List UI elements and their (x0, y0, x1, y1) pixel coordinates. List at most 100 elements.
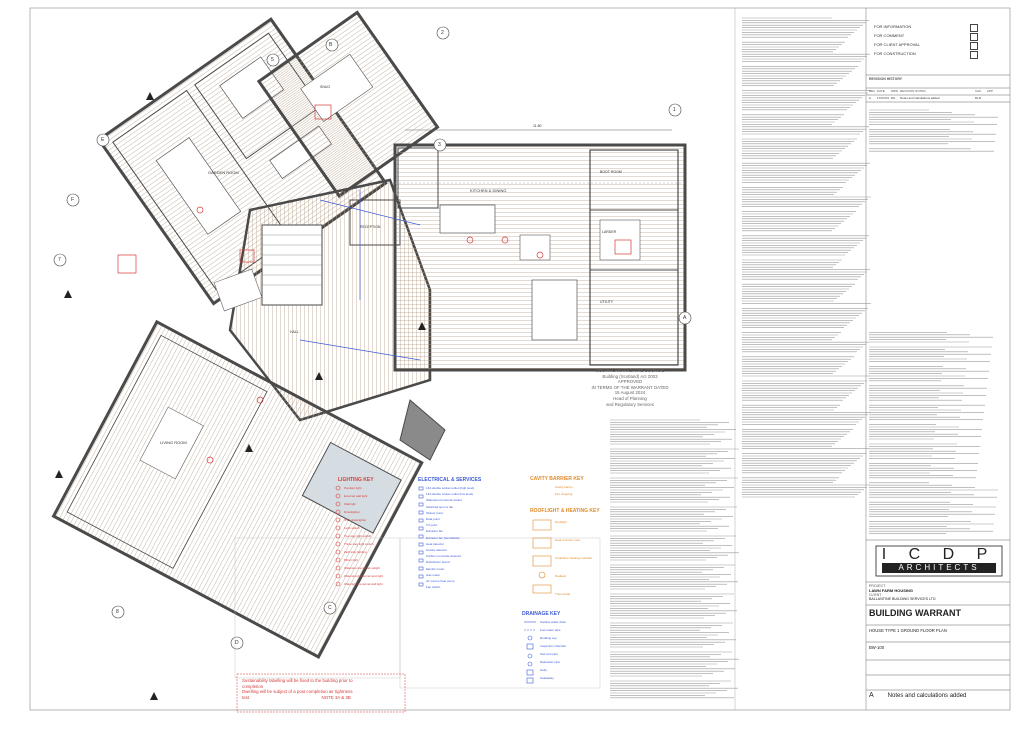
drawing-number: BW-100 (869, 645, 885, 650)
stamp-line: IN TERMS OF THE WARRANT DATED (591, 384, 669, 390)
drainage-key-item: Soakaway (540, 676, 554, 680)
electrical-key-item: Heat detector (426, 541, 445, 546)
lighting-key-item: LED strip lighting (344, 550, 367, 554)
drawing-number-block: BW-100 (869, 645, 884, 650)
lighting-key-item: Downlighter (344, 510, 360, 514)
notes-column (610, 17, 998, 699)
rev-cell (987, 96, 999, 100)
electrical-key-item: Data point (426, 517, 440, 521)
dimension-label: 11.80 (533, 124, 542, 128)
lighting-key-item: Mirror light (344, 558, 359, 562)
issue-option: FOR COMMENT (874, 33, 1004, 41)
rev-cell: 17/07/24 (877, 96, 889, 100)
rooflight-symbols (532, 519, 552, 594)
note-line: completion (242, 683, 264, 689)
client-label: CLIENT (869, 593, 882, 597)
drainage-key-title: DRAINAGE KEY (522, 611, 561, 617)
lighting-key-item: Waterproof external spot light (344, 574, 384, 578)
drawing-title: HOUSE TYPE 1 GROUND FLOOR PLAN (869, 628, 947, 633)
electrical-key-item: Extractor fan (426, 529, 444, 534)
electrical-key-item: Fan switch (426, 585, 441, 590)
rev-header: REV (869, 89, 876, 93)
cavity-key-title: CAVITY BARRIER KEY (530, 476, 584, 482)
stamp-line: Head of Planning (613, 395, 647, 401)
room-label-boot: BOOT ROOM (600, 170, 622, 174)
issue-checkbox (970, 51, 978, 59)
drainage-key-item: Surface water drain (540, 620, 567, 624)
room-label-larder: LARDER (602, 230, 617, 234)
sustainability-note: Sustainability labelling will be fixed t… (242, 678, 353, 700)
room-label-garden: GARDEN ROOM (208, 170, 239, 175)
rev-cell: Notes and calculations added (900, 96, 940, 100)
issue-option: FOR CONSTRUCTION (874, 51, 1004, 59)
lighting-key-item: External wall light (344, 494, 368, 498)
grid-bubbles (53, 26, 692, 650)
electrical-key-item: 13A double socket outlet (high level) (426, 486, 475, 490)
rev-header: APP (987, 89, 994, 93)
grid-label: 1 (673, 107, 676, 113)
lighting-key-item: Two way light switch (344, 534, 372, 538)
sustainability-frame (236, 673, 406, 713)
issue-option-label: FOR INFORMATION (874, 24, 912, 29)
grid-label: 7 (58, 257, 61, 263)
rev-header: REVISION NOTES (900, 89, 926, 93)
grid-label: 8 (116, 609, 119, 615)
electrical-symbols (418, 486, 424, 587)
issue-option-label: FOR CLIENT APPROVAL (874, 42, 920, 47)
stamp-line: 15 August 2024 (614, 390, 646, 396)
grid-label: A (683, 315, 687, 321)
issue-option-label: FOR CONSTRUCTION (874, 51, 916, 56)
grid-label: 5 (271, 57, 274, 63)
rev-header: DATE (877, 89, 885, 93)
stage-block: BUILDING WARRANT (869, 608, 961, 618)
logo-mark (875, 545, 1003, 577)
drainage-key-item: Foul water pipe (540, 628, 561, 632)
issue-option-label: FOR COMMENT (874, 33, 905, 38)
sheet-border (29, 7, 1011, 711)
project-name: LAWN FARM HOUSING (869, 588, 913, 593)
rev-cell: A (869, 96, 872, 100)
drainage-key-item: Gully (540, 668, 547, 672)
electrical-key-item: Extractor fan (humidistat) (426, 535, 460, 540)
lighting-symbols (335, 485, 341, 587)
revision-history-label: REVISION HISTORY (869, 77, 903, 81)
drainage-symbols (524, 621, 536, 684)
room-label-living: LIVING ROOM (160, 440, 187, 445)
client-name: BALLANTINE BUILDING SERVICES LTD (869, 597, 936, 601)
issue-checkbox (970, 33, 978, 41)
rev-header: CHK (975, 89, 982, 93)
lighting-key-item: Pendant light (344, 486, 362, 490)
red-markup (117, 104, 632, 464)
blue-markup (299, 190, 421, 361)
issue-option: FOR INFORMATION (874, 24, 1004, 32)
grid-label: B (329, 42, 333, 48)
drawing-title-block: HOUSE TYPE 1 GROUND FLOOR PLAN (869, 628, 947, 633)
title-block-frame (866, 74, 1010, 691)
grid-label: 2 (441, 30, 444, 36)
revision-letter: A (869, 692, 874, 699)
cavity-key-item: Cavity barrier (555, 485, 573, 489)
room-label-kitchen: KITCHEN & DINING (470, 188, 507, 193)
cavity-key-item: Fire stopping (555, 492, 573, 496)
entrance-step (399, 399, 446, 461)
firm-logo: I C D P ARCHITECTS (876, 546, 1002, 573)
rev-header: DRW (891, 89, 899, 93)
drainage-key-item: Rodding eye (540, 636, 557, 640)
stage-title: BUILDING WARRANT (869, 608, 961, 618)
firm-name-line2: ARCHITECTS (882, 563, 996, 573)
note-line: test. (242, 694, 251, 700)
room-label-snug: SNUG (320, 85, 331, 89)
electrical-key-item: 13A double socket outlet (low level) (426, 492, 474, 497)
lighting-key-item: Waterproof external wall light (344, 582, 383, 586)
lower-left-wing (51, 319, 424, 659)
project-block: PROJECT LAWN FARM HOUSING CLIENT BALLANT… (869, 584, 936, 601)
current-revision: A Notes and calculations added (869, 692, 966, 699)
room-label-hall: HALL (290, 330, 299, 334)
room-label-utility: UTILITY (600, 300, 614, 304)
approval-stamp: SOUTH LANARKSHIRE COUNCIL Building (Scot… (570, 368, 690, 407)
rooflight-key-title: ROOFLIGHT & HEATING KEY (530, 508, 600, 514)
lighting-key-item: IP65 downlighter (344, 518, 367, 522)
lighting-key-title: LIGHTING KEY (338, 477, 374, 483)
